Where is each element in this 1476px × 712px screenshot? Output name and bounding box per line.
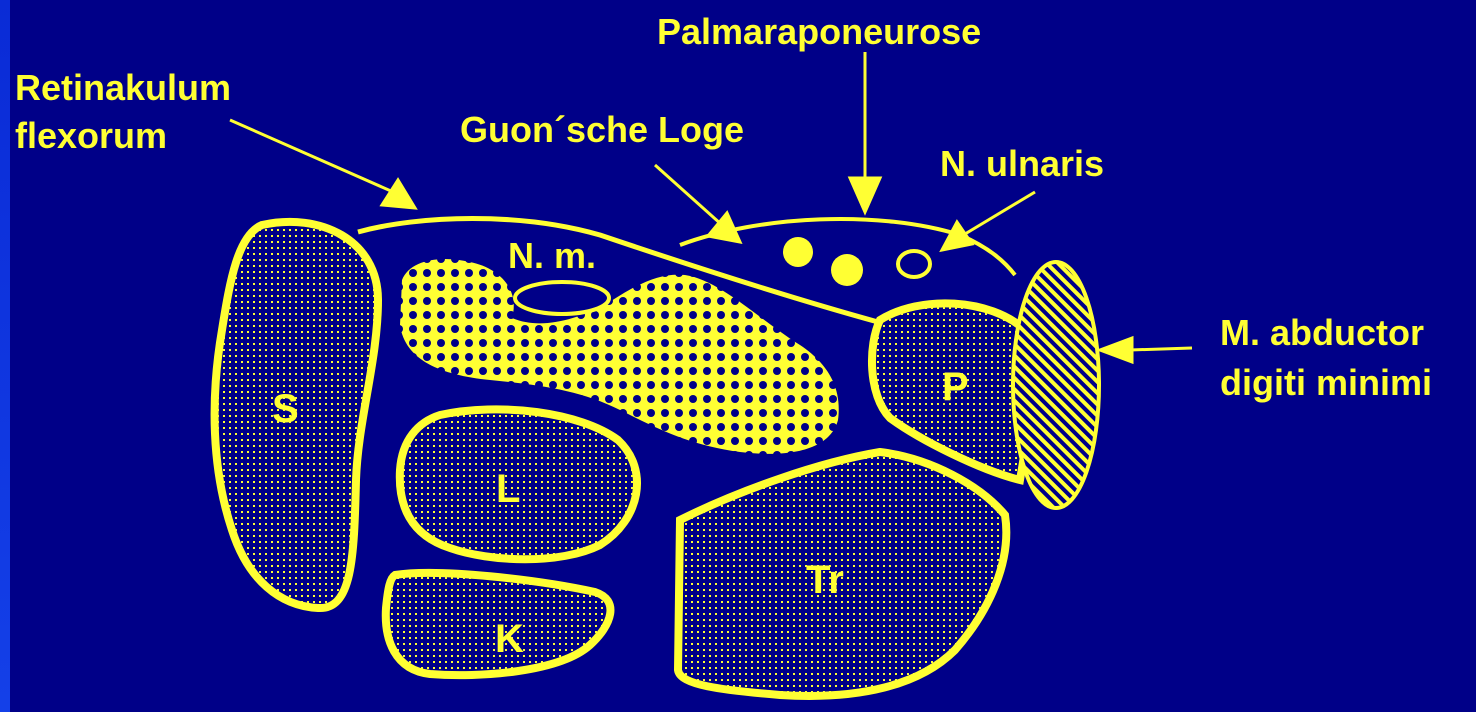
bone-label-s: S [272,387,299,431]
bone-label-p: P [942,365,969,409]
bone-label-l: L [496,467,520,511]
n-ulnaris-arrow-line [965,192,1035,234]
bone-label-tr: Tr [806,558,844,602]
abductor-arrow-head [1100,338,1132,362]
bone-label-k: K [495,617,524,661]
label-retinakulum-line2: flexorum [15,115,167,156]
label-retinakulum-line1: Retinakulum [15,67,231,108]
abductor-arrow-line [1130,348,1192,350]
palmaraponeurose-arrow-head [850,178,880,212]
n-ulnaris-arrow-head [942,222,972,250]
retinaculum-arrow-line [230,120,400,195]
ulnar-vessel-2 [831,254,863,286]
label-guonsche-loge: Guon´sche Loge [460,109,744,150]
retinaculum-arrow-head [382,180,415,208]
ulnar-nerve [898,251,930,277]
abductor-digiti-minimi-muscle [1013,262,1099,508]
ulnar-vessel-1 [783,237,813,267]
guyon-arrow-line [655,165,722,225]
median-nerve [515,282,609,314]
label-abductor-line2: digiti minimi [1220,362,1432,403]
label-n-ulnaris: N. ulnaris [940,143,1104,184]
label-n-m: N. m. [508,235,596,276]
label-abductor-line1: M. abductor [1220,312,1424,353]
label-palmaraponeurose: Palmaraponeurose [657,11,981,52]
